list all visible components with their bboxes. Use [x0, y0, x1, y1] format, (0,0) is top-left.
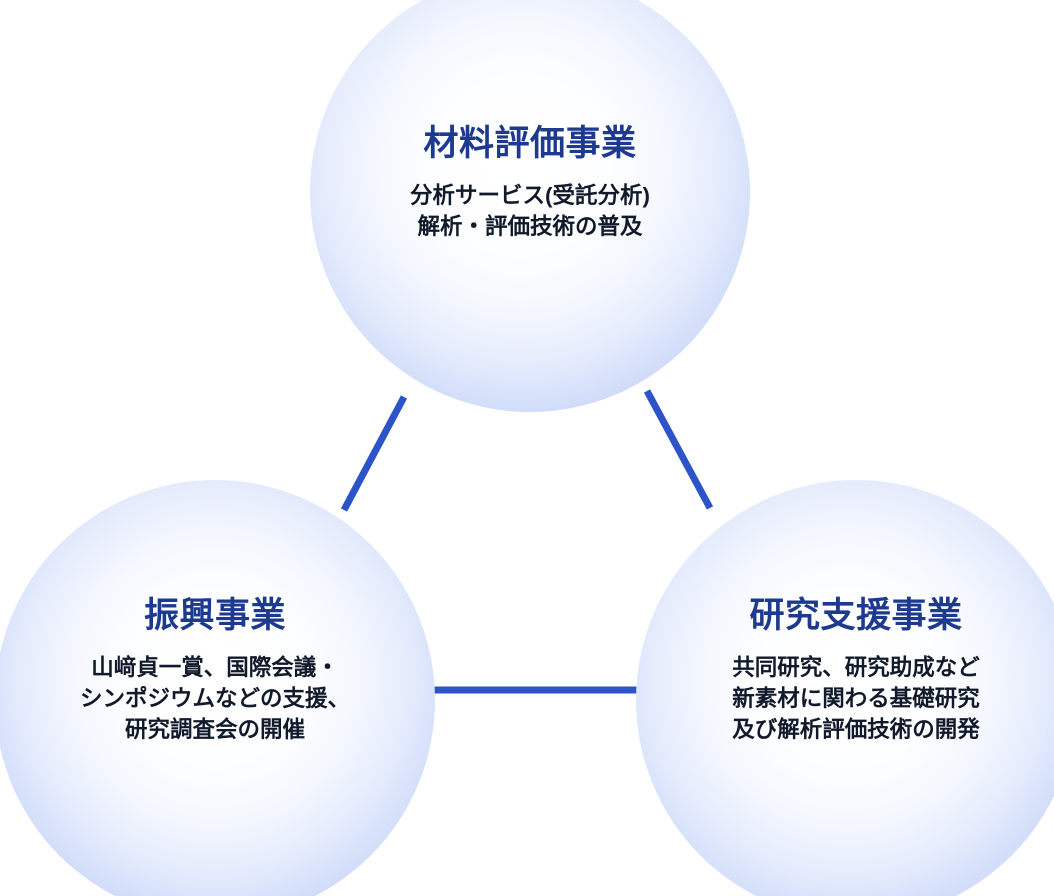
- connector-top-to-right: [643, 389, 714, 510]
- node-title-promotion: 振興事業: [143, 596, 286, 635]
- connector-top-to-left: [340, 395, 408, 512]
- description-line: 解析・評価技術の普及: [417, 214, 643, 240]
- node-material-evaluation[interactable]: 材料評価事業 分析サービス(受託分析) 解析・評価技術の普及: [310, 0, 750, 412]
- node-content: 研究支援事業 共同研究、研究助成など 新素材に関わる基礎研究 及び解析評価技術の…: [636, 596, 1054, 745]
- node-description-promotion: 山﨑貞一賞、国際会議・ シンポジウムなどの支援、 研究調査会の開催: [80, 652, 350, 745]
- node-research-support[interactable]: 研究支援事業 共同研究、研究助成など 新素材に関わる基礎研究 及び解析評価技術の…: [636, 480, 1054, 896]
- description-line: 分析サービス(受託分析): [410, 183, 650, 209]
- node-content: 振興事業 山﨑貞一賞、国際会議・ シンポジウムなどの支援、 研究調査会の開催: [0, 596, 435, 745]
- node-title-research-support: 研究支援事業: [749, 596, 963, 635]
- description-line: 研究調査会の開催: [124, 717, 305, 743]
- description-line: シンポジウムなどの支援、: [79, 686, 350, 712]
- node-description-material-evaluation: 分析サービス(受託分析) 解析・評価技術の普及: [410, 180, 650, 242]
- description-line: 山﨑貞一賞、国際会議・: [91, 655, 339, 681]
- node-title-material-evaluation: 材料評価事業: [423, 124, 637, 163]
- node-description-research-support: 共同研究、研究助成など 新素材に関わる基礎研究 及び解析評価技術の開発: [732, 652, 980, 745]
- description-line: 共同研究、研究助成など: [732, 655, 980, 681]
- description-line: 新素材に関わる基礎研究: [732, 686, 980, 712]
- node-promotion[interactable]: 振興事業 山﨑貞一賞、国際会議・ シンポジウムなどの支援、 研究調査会の開催: [0, 480, 435, 896]
- description-line: 及び解析評価技術の開発: [732, 717, 980, 743]
- node-content: 材料評価事業 分析サービス(受託分析) 解析・評価技術の普及: [310, 124, 750, 242]
